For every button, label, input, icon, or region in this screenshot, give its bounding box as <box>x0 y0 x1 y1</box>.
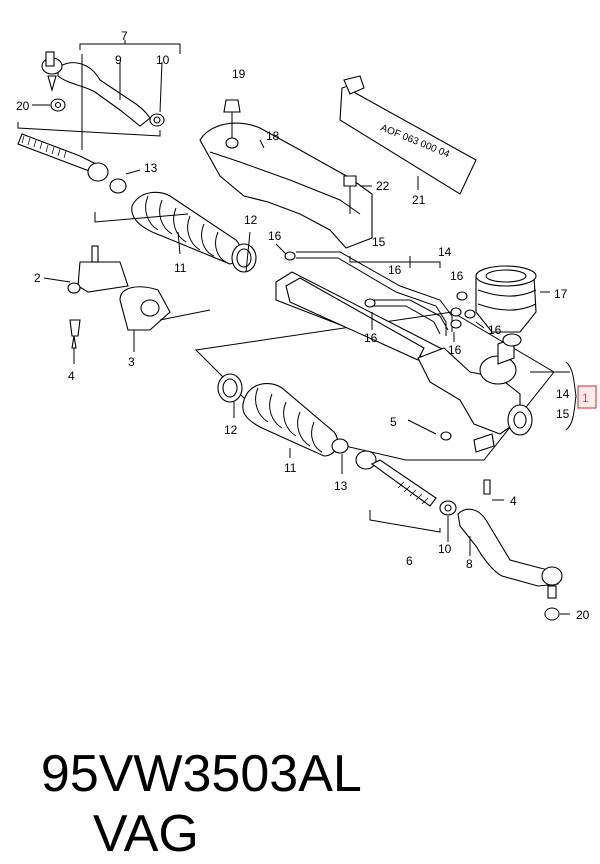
callout-15-right: 15 <box>556 407 570 421</box>
callout-16-c: 16 <box>450 269 464 283</box>
heat-shield <box>199 99 373 249</box>
callout-3: 3 <box>128 355 135 369</box>
callout-16-f: 16 <box>448 343 462 357</box>
callout-15-upper: 15 <box>372 235 386 249</box>
callout-4-left: 4 <box>68 369 75 383</box>
right-tie-rod <box>355 450 563 621</box>
callout-11-upper: 11 <box>174 261 187 275</box>
boot-17 <box>475 265 537 333</box>
callout-12-lower: 12 <box>224 423 238 437</box>
callout-4-right: 4 <box>510 494 517 508</box>
left-tie-rod <box>17 122 161 194</box>
callout-22: 22 <box>376 179 390 193</box>
callout-10-lower: 10 <box>438 542 452 556</box>
callout-20-lower: 20 <box>576 608 590 622</box>
callout-12-upper: 12 <box>244 213 258 227</box>
steering-rack-exploded-diagram: AOF 063 000 04 <box>16 29 597 622</box>
part-caption: 95VW3503AL VAG <box>12 684 592 863</box>
callout-1: 1 <box>582 391 589 405</box>
callout-8: 8 <box>466 557 473 571</box>
part-number: 95VW3503AL <box>40 745 362 803</box>
callout-16-a: 16 <box>268 229 282 243</box>
brand-name: VAG <box>92 805 199 863</box>
callout-13-lower: 13 <box>334 479 348 493</box>
lower-bellows-assembly <box>217 373 349 457</box>
upper-bellows-assembly <box>131 191 257 273</box>
left-mount-bracket <box>67 212 211 349</box>
grease-tube: AOF 063 000 04 <box>339 75 477 195</box>
callout-7: 7 <box>121 29 128 43</box>
callout-18: 18 <box>266 129 280 143</box>
callout-13-upper: 13 <box>144 161 158 175</box>
upper-tie-rod-end <box>41 40 181 150</box>
callout-21: 21 <box>412 193 426 207</box>
highlight-box-1 <box>577 385 597 409</box>
callout-9: 9 <box>115 53 122 67</box>
callout-labels: 7 9 10 20 13 19 18 21 22 12 15 16 14 16 … <box>16 29 590 622</box>
callout-11-lower: 11 <box>284 461 297 475</box>
callout-20-upper: 20 <box>16 99 30 113</box>
callout-17: 17 <box>554 287 568 301</box>
callout-14-right: 14 <box>556 387 570 401</box>
callout-2: 2 <box>34 271 41 285</box>
callout-5: 5 <box>390 415 397 429</box>
leader-lines <box>32 104 570 615</box>
callout-10-upper: 10 <box>156 53 170 67</box>
callout-16-e: 16 <box>364 331 378 345</box>
callout-6: 6 <box>406 554 413 568</box>
callout-16-b: 16 <box>388 263 402 277</box>
callout-14-upper: 14 <box>438 245 452 259</box>
callout-16-d: 16 <box>488 323 502 337</box>
hydraulic-lines <box>284 251 476 336</box>
callout-19: 19 <box>232 67 246 81</box>
